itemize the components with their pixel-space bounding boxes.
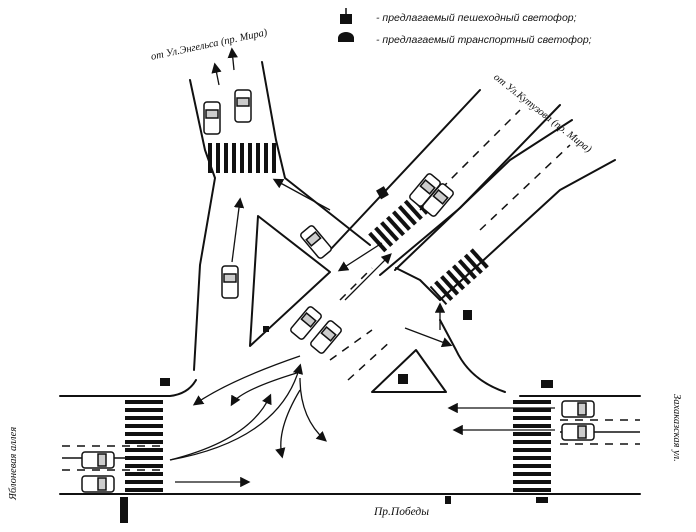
flow-arrow-10 xyxy=(169,363,303,461)
ne-road-edge-2 xyxy=(379,104,561,276)
signal-west-top-icon xyxy=(160,378,170,386)
car-triangle-left xyxy=(221,265,239,299)
legend-pedestrian-signal-icon xyxy=(340,8,352,24)
flow-arrow-1 xyxy=(227,47,238,71)
car-east-2 xyxy=(561,423,595,441)
main-road-top-edge-west xyxy=(59,379,197,397)
zebra-ne-2 xyxy=(429,247,491,305)
ne-road-edge-3 xyxy=(394,119,573,271)
legend-traffic-signal-text: - предлагаемый транспортный светофор; xyxy=(376,34,592,46)
signal-west-bottom-icon xyxy=(120,497,128,523)
signal-north-icon xyxy=(376,186,389,200)
car-north-1 xyxy=(203,101,221,135)
triangle-island-south xyxy=(371,349,447,393)
label-main-road: Пр.Победы xyxy=(374,506,430,518)
flow-arrow-2 xyxy=(211,62,222,86)
zebra-ne-1 xyxy=(366,190,434,254)
car-mid-2 xyxy=(290,306,322,340)
car-mid-1 xyxy=(300,225,332,259)
label-west-road: Яблоневая аллея xyxy=(8,426,19,500)
ne-road-edge-1 xyxy=(329,89,481,251)
main-road-east-join xyxy=(439,319,506,393)
car-west-2 xyxy=(81,475,115,493)
flow-arrow-16 xyxy=(404,327,453,348)
car-ne-2 xyxy=(422,183,454,217)
triangle-island-north xyxy=(249,215,331,347)
legend-pedestrian-signal-text: - предлагаемый пешеходный светофор; xyxy=(376,12,577,24)
flow-arrow-11 xyxy=(299,377,327,442)
car-west-1 xyxy=(81,451,115,469)
ne-road-median xyxy=(395,267,441,301)
signal-bottom-mid-icon xyxy=(445,496,451,504)
car-north-2 xyxy=(234,89,252,123)
flow-arrow-4 xyxy=(272,178,331,211)
lane-dash-center-1 xyxy=(339,267,373,301)
flow-arrow-8 xyxy=(230,371,301,407)
lane-dash-ne-2 xyxy=(479,144,571,231)
label-east-road: Захаказская ул. xyxy=(671,394,682,462)
zebra-west xyxy=(125,400,163,492)
flow-arrow-7 xyxy=(192,355,301,406)
flow-arrow-12 xyxy=(275,389,301,459)
car-east-1 xyxy=(561,400,595,418)
flow-arrow-5 xyxy=(344,253,392,301)
signal-east-top-icon xyxy=(541,380,553,388)
flow-arrow-3 xyxy=(231,197,245,263)
signal-center-island-icon xyxy=(398,374,408,384)
north-road-right-edge xyxy=(261,61,371,246)
flow-arrow-6 xyxy=(337,242,383,272)
signal-ne-icon xyxy=(463,310,472,320)
signal-triangle-icon xyxy=(263,326,269,332)
legend-traffic-signal-icon xyxy=(338,32,354,42)
flow-arrow-9 xyxy=(169,393,272,461)
zebra-east xyxy=(513,400,551,492)
car-mid-3 xyxy=(310,320,342,354)
zebra-north xyxy=(206,143,280,173)
lane-dash-center-3 xyxy=(347,339,393,381)
north-road-left-edge xyxy=(189,79,216,371)
signal-east-bottom-icon xyxy=(536,497,548,503)
